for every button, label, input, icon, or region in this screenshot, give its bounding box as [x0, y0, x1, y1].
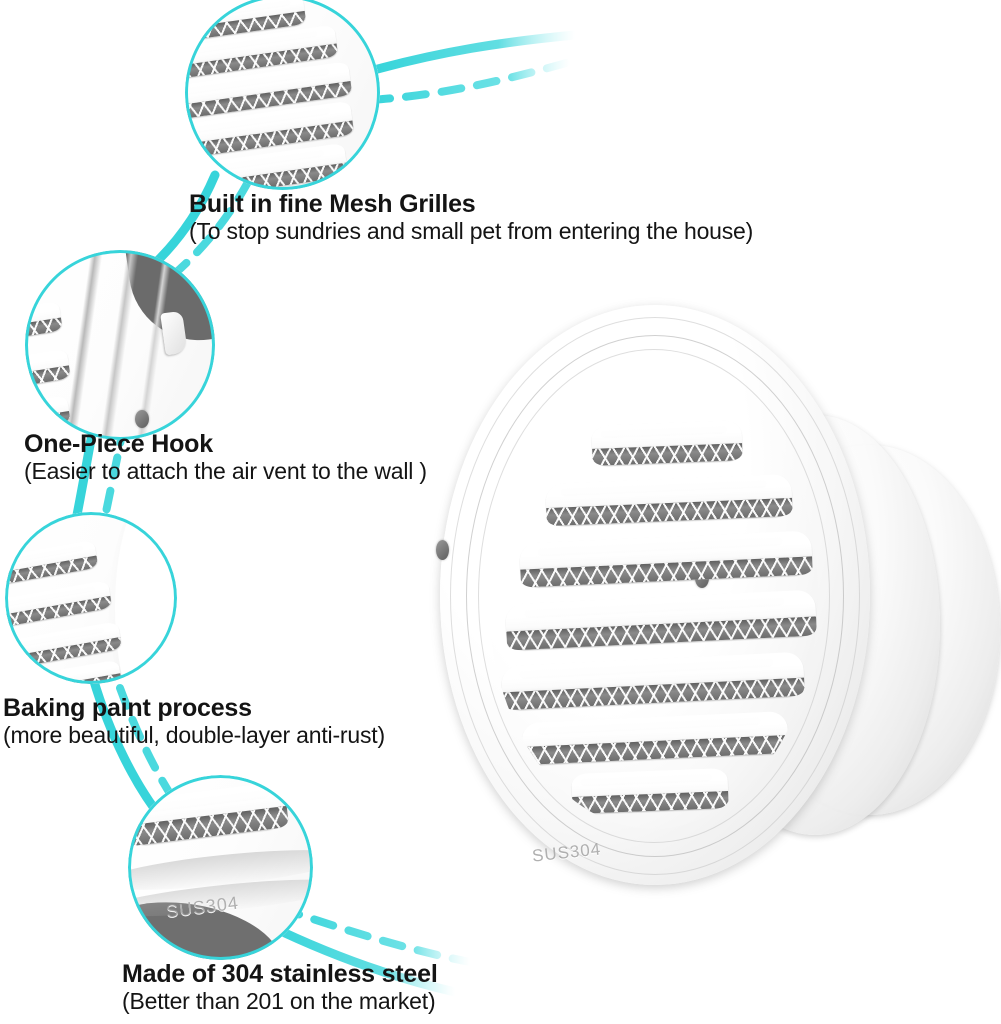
callout-stainless-steel: SUS304 [128, 775, 313, 960]
feature-subtitle: (Better than 201 on the market) [122, 988, 436, 1014]
slat-highlight [537, 716, 761, 736]
slat-mesh-lip [592, 443, 743, 466]
slat-highlight [600, 424, 727, 439]
slat-highlight [523, 595, 785, 619]
slat-mesh-lip [520, 555, 813, 588]
callout3-rim-inner [115, 512, 177, 684]
mesh-pattern [546, 498, 793, 527]
callout-image [185, 0, 380, 190]
feature-title: Built in fine Mesh Grilles [189, 190, 476, 218]
louver-slat-4 [505, 589, 817, 651]
feature-subtitle: (more beautiful, double-layer anti-rust) [3, 722, 385, 748]
louver-slat-6 [521, 710, 789, 766]
slat-mesh-lip [502, 677, 805, 711]
slat-highlight [536, 536, 783, 557]
mesh-pattern [522, 735, 789, 766]
connector-top-dashed [366, 58, 574, 104]
louver-slat-1 [591, 420, 743, 466]
slat-mesh-lip [572, 791, 729, 814]
connector-top-solid [369, 30, 580, 75]
flange-ring-inner [478, 349, 830, 843]
mesh-pattern [506, 616, 817, 651]
slat-mesh-lip [522, 735, 789, 766]
louver-group [488, 361, 818, 829]
feature-label-stainless-steel: Made of 304 stainless steel (Better than… [122, 960, 438, 1014]
slat-mesh-lip [506, 616, 817, 651]
louver-slat-3 [519, 530, 813, 588]
product-photo-air-vent: SUS304 [436, 295, 1000, 915]
callout-image [5, 512, 177, 684]
feature-title: Made of 304 stainless steel [122, 960, 438, 988]
callout-image [25, 250, 215, 440]
feature-label-mesh-grilles: Built in fine Mesh Grilles (To stop sund… [189, 190, 753, 244]
callout-baking-paint [5, 512, 177, 684]
slat-highlight [580, 772, 713, 787]
slat-highlight [560, 479, 768, 497]
louver-slat-5 [501, 651, 805, 711]
mesh-pattern [592, 443, 743, 466]
slat-mesh-lip [546, 498, 793, 527]
feature-label-baking-paint: Baking paint process (more beautiful, do… [3, 694, 385, 748]
callout-one-piece-hook [25, 250, 215, 440]
feature-title: Baking paint process [3, 694, 252, 722]
feature-subtitle: (Easier to attach the air vent to the wa… [24, 458, 427, 484]
feature-title: One-Piece Hook [24, 430, 213, 458]
mesh-pattern [502, 677, 805, 711]
hook-tab-left [436, 540, 449, 560]
louver-slat-2 [545, 473, 793, 527]
feature-label-one-piece-hook: One-Piece Hook (Easier to attach the air… [24, 430, 427, 484]
louver-slat-7 [571, 768, 729, 814]
slat-highlight [519, 657, 774, 680]
one-piece-hook-pin [135, 410, 149, 428]
flange-ring-outer [450, 317, 860, 875]
mesh-pattern [520, 555, 813, 588]
callout-image: SUS304 [128, 775, 313, 960]
callout-mesh-grilles [185, 0, 380, 190]
mesh-pattern [572, 791, 729, 814]
feature-subtitle: (To stop sundries and small pet from ent… [189, 218, 754, 244]
flange-ring-mid [466, 335, 844, 857]
